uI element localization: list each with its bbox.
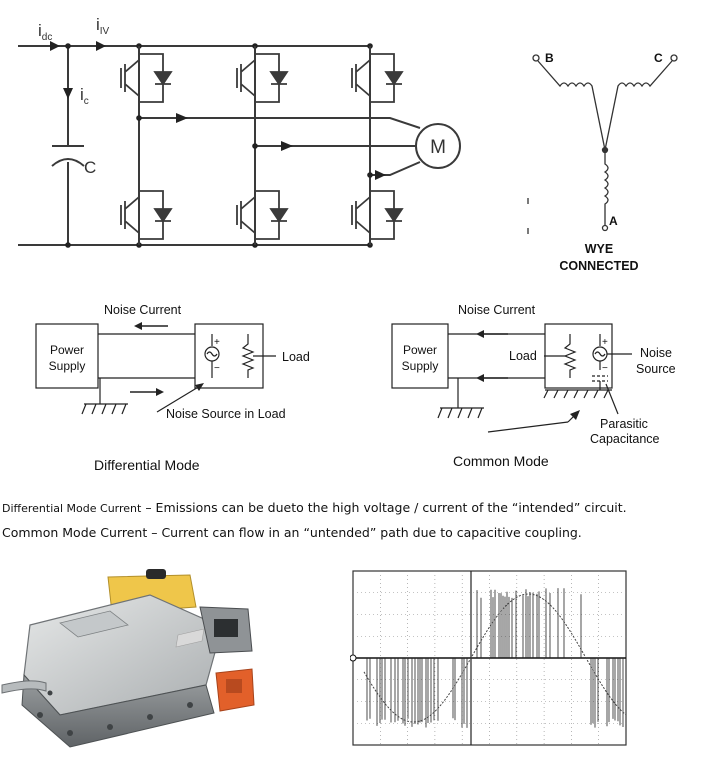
cm-load-label: Load: [509, 349, 537, 363]
dm-title: Differential Mode: [94, 457, 200, 473]
cm-noise-current: Noise Current: [458, 303, 536, 317]
caption-common-text: Common Mode Current – Current can flow i…: [2, 525, 582, 540]
wye-label-a: A: [609, 214, 618, 228]
iiv-subscript: IV: [100, 26, 110, 37]
dm-power-supply-line1: Power: [50, 343, 84, 357]
ic-subscript: c: [84, 96, 89, 107]
iiv-label: i: [96, 15, 100, 34]
caption-differential: Differential Mode Current – Emissions ca…: [2, 500, 627, 517]
wye-title-line2: CONNECTED: [559, 259, 638, 273]
common-mode-diagram: Noise Current Power Supply Load + − Nois…: [391, 303, 676, 469]
cm-source-plus: +: [602, 337, 608, 348]
motor-symbol: [415, 123, 461, 169]
svg-text:ic: ic: [80, 85, 89, 107]
svg-text:idc: idc: [38, 21, 52, 43]
dm-noise-source-in-load: Noise Source in Load: [166, 407, 286, 421]
dm-load-label: Load: [282, 350, 310, 364]
dm-power-supply-line2: Supply: [49, 359, 86, 373]
cm-parasitic-line2: Capacitance: [590, 432, 660, 446]
dm-source-plus: +: [214, 337, 220, 348]
caption-differential-text: – Emissions can be dueto the high voltag…: [141, 500, 627, 515]
motor-label: M: [430, 137, 446, 158]
dm-source-minus: −: [214, 363, 220, 374]
wye-diagram: B C A WYE CONNECTED: [527, 51, 678, 273]
oscilloscope-trace: [350, 570, 627, 746]
cm-power-supply-line1: Power: [403, 343, 437, 357]
wye-title-line1: WYE: [585, 242, 613, 256]
caption-common: Common Mode Current – Current can flow i…: [2, 525, 582, 541]
differential-mode-diagram: Noise Current Power Supply Load + − Nois…: [35, 303, 310, 473]
cm-parasitic-line1: Parasitic: [600, 417, 648, 431]
cm-power-supply-line2: Supply: [402, 359, 439, 373]
caption-differential-lead: Differential Mode Current: [2, 502, 142, 515]
capacitor-label: C: [84, 158, 96, 177]
wye-label-c: C: [654, 51, 663, 65]
dm-noise-current: Noise Current: [104, 303, 182, 317]
svg-text:iIV: iIV: [96, 15, 110, 37]
inverter-schematic: M idc iIV ic C: [18, 15, 461, 248]
cm-noise-source-line2: Source: [636, 362, 676, 376]
cm-title: Common Mode: [453, 453, 549, 469]
idc-label: i: [38, 21, 42, 40]
wye-label-b: B: [545, 51, 554, 65]
inverter-unit-photo: [1, 569, 255, 748]
cm-source-minus: −: [602, 363, 608, 374]
ic-label: i: [80, 85, 84, 104]
cm-noise-source-line1: Noise: [640, 346, 672, 360]
idc-subscript: dc: [42, 32, 53, 43]
